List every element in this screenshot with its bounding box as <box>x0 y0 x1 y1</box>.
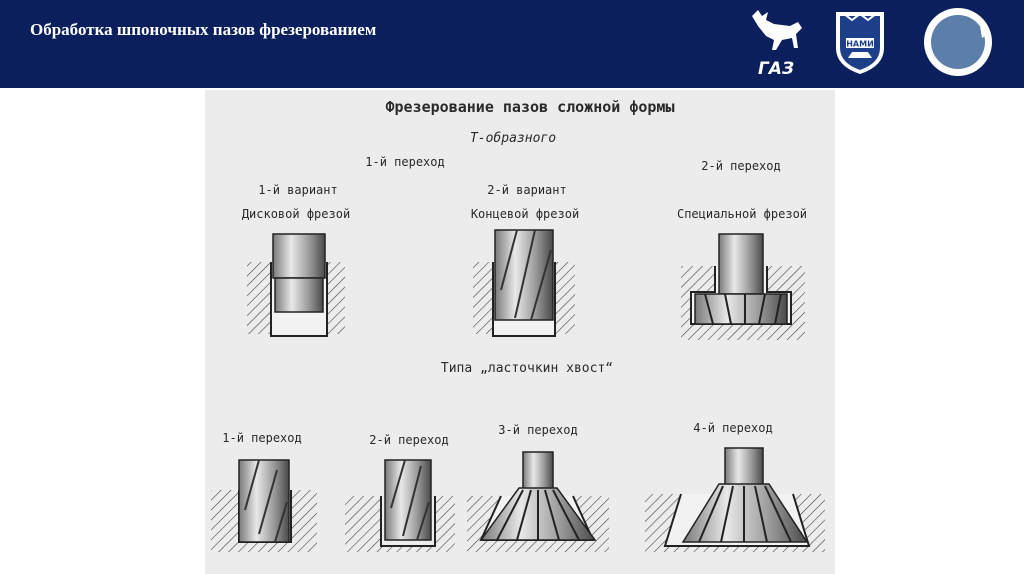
t-slot-heading: Т-образного <box>470 131 556 146</box>
round-emblem <box>922 6 994 78</box>
dovetail-step3-diagram <box>467 451 609 552</box>
end-mill-diagram <box>473 229 575 337</box>
dovetail-step4-diagram <box>645 447 825 552</box>
t-variant1-label: 1-й вариант <box>258 183 337 197</box>
dovetail-step2-label: 2-й переход <box>369 433 448 447</box>
gaz-logo: ГАЗ <box>738 6 814 79</box>
t-step2-tool: Специальной фрезой <box>677 207 807 221</box>
slide-title: Обработка шпоночных пазов фрезерованием <box>30 20 377 39</box>
dovetail-step2-diagram <box>345 459 455 552</box>
t-slot-step1-label: 1-й переход <box>365 155 444 169</box>
nami-logo: НАМИ <box>832 8 888 76</box>
t-variant2-label: 2-й вариант <box>487 183 566 197</box>
technical-figure: Фрезерование пазов сложной формы Т-образ… <box>205 90 835 574</box>
t-variant1-tool: Дисковой фрезой <box>242 207 350 221</box>
dovetail-heading: Типа „ласточкин хвост“ <box>441 361 613 376</box>
t-slot-cutter-diagram <box>681 233 805 340</box>
dovetail-step4-label: 4-й переход <box>693 421 772 435</box>
figure-title: Фрезерование пазов сложной формы <box>386 98 675 116</box>
gaz-logo-text: ГАЗ <box>758 59 794 78</box>
dovetail-step1-diagram <box>211 459 317 552</box>
dovetail-step1-label: 1-й переход <box>222 431 301 445</box>
disc-cutter-diagram <box>247 233 345 337</box>
t-slot-step2-label: 2-й переход <box>701 159 780 173</box>
dovetail-step3-label: 3-й переход <box>498 423 577 437</box>
car-icon <box>848 52 872 58</box>
header-bar: Обработка шпоночных пазов фрезерованием … <box>0 0 1024 88</box>
nami-logo-text: НАМИ <box>846 40 874 49</box>
deer-icon <box>752 10 802 50</box>
t-variant2-tool: Концевой фрезой <box>471 207 579 221</box>
